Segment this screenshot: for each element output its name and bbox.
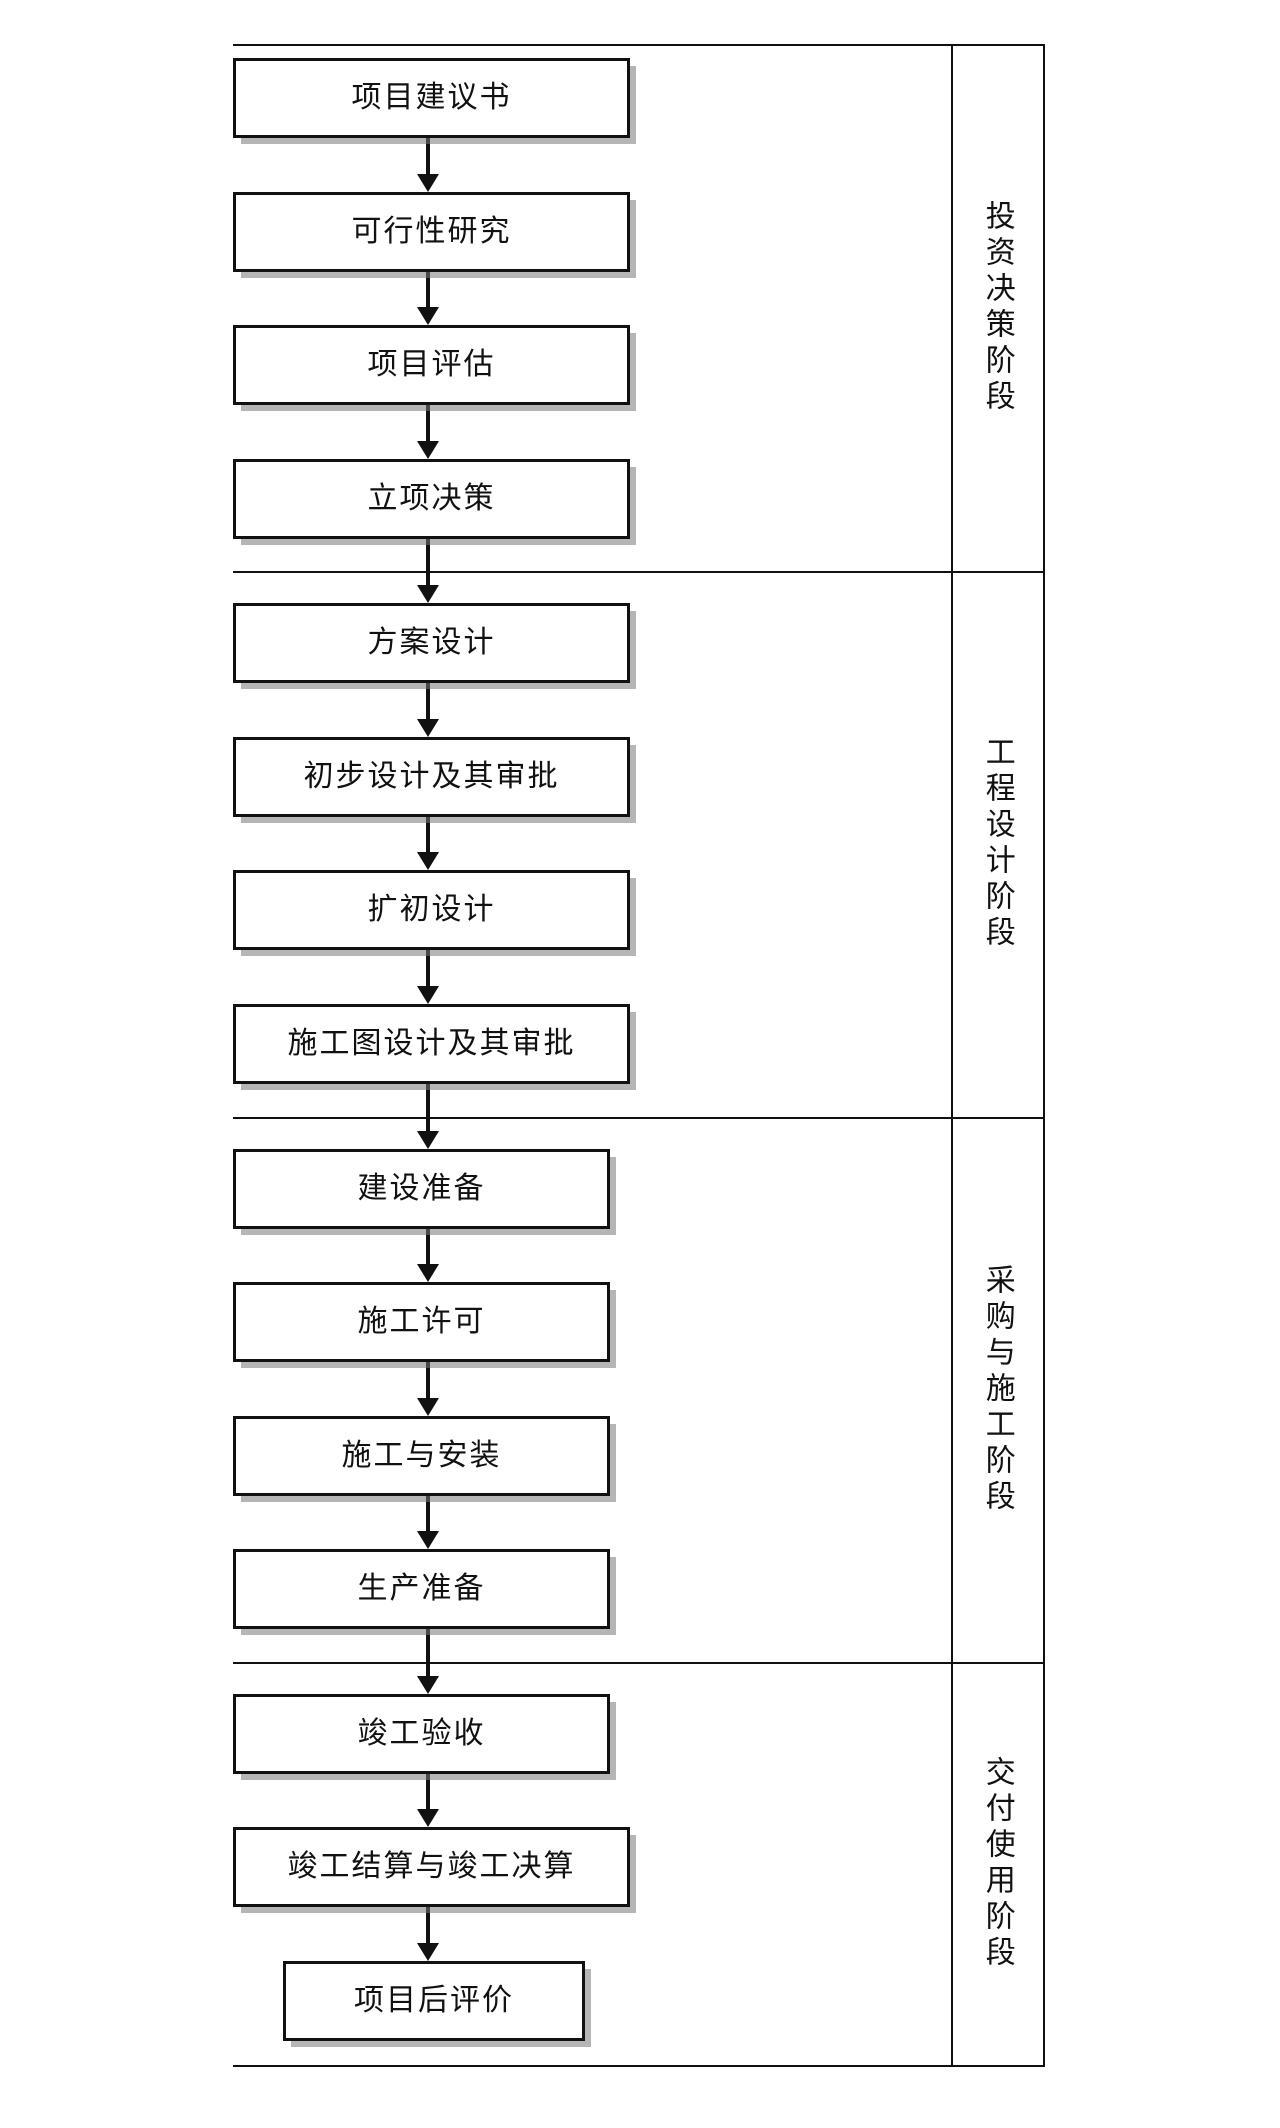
phase-label-text: 采购与施工阶段 bbox=[979, 1263, 1015, 1516]
flow-node-label: 施工图设计及其审批 bbox=[287, 1026, 576, 1061]
phase-divider-2-3 bbox=[233, 1117, 1045, 1119]
flow-node-label: 项目评估 bbox=[367, 347, 496, 382]
flow-node-construction-permit[interactable]: 施工许可 bbox=[233, 1282, 610, 1362]
phase-divider-3-4 bbox=[233, 1662, 1045, 1664]
flow-node-label: 施工与安装 bbox=[341, 1438, 502, 1473]
flow-node-feasibility-study[interactable]: 可行性研究 bbox=[233, 192, 630, 272]
flow-node-project-proposal[interactable]: 项目建议书 bbox=[233, 58, 630, 138]
flow-node-label: 竣工验收 bbox=[357, 1716, 486, 1751]
flow-node-production-preparation[interactable]: 生产准备 bbox=[233, 1549, 610, 1629]
flow-node-label: 可行性研究 bbox=[351, 214, 512, 249]
flow-node-label: 建设准备 bbox=[357, 1171, 486, 1206]
flow-node-label: 扩初设计 bbox=[367, 892, 496, 927]
flow-node-preliminary-design-approval[interactable]: 初步设计及其审批 bbox=[233, 737, 630, 817]
flow-node-construction-preparation[interactable]: 建设准备 bbox=[233, 1149, 610, 1229]
phase-column-right-rule bbox=[1043, 44, 1045, 2065]
flow-node-construction-drawing-approval[interactable]: 施工图设计及其审批 bbox=[233, 1004, 630, 1084]
flow-node-construction-installation[interactable]: 施工与安装 bbox=[233, 1416, 610, 1496]
flow-node-label: 竣工结算与竣工决算 bbox=[287, 1849, 576, 1884]
flow-node-label: 项目建议书 bbox=[351, 80, 512, 115]
flow-node-label: 立项决策 bbox=[367, 481, 496, 516]
phase-label-text: 工程设计阶段 bbox=[979, 736, 1015, 952]
phase-label-text: 投资决策阶段 bbox=[979, 199, 1015, 416]
flow-node-label: 生产准备 bbox=[357, 1571, 486, 1606]
flow-node-label: 初步设计及其审批 bbox=[303, 759, 560, 794]
flow-node-post-project-evaluation[interactable]: 项目后评价 bbox=[283, 1961, 585, 2041]
phase-divider-bottom bbox=[233, 2065, 1045, 2067]
flow-node-completion-acceptance[interactable]: 竣工验收 bbox=[233, 1694, 610, 1774]
flow-node-extended-preliminary-design[interactable]: 扩初设计 bbox=[233, 870, 630, 950]
flow-node-label: 方案设计 bbox=[367, 625, 496, 660]
flow-node-label: 项目后评价 bbox=[354, 1983, 514, 2018]
phase-label-procurement-construction: 采购与施工阶段 bbox=[951, 1117, 1043, 1662]
phase-divider-top bbox=[233, 44, 1045, 46]
flow-node-label: 施工许可 bbox=[357, 1304, 486, 1339]
flow-node-approval-decision[interactable]: 立项决策 bbox=[233, 459, 630, 539]
phase-divider-1-2 bbox=[233, 571, 1045, 573]
phase-column-left-rule bbox=[951, 44, 953, 2065]
phase-label-text: 交付使用阶段 bbox=[979, 1755, 1015, 1972]
flow-node-project-appraisal[interactable]: 项目评估 bbox=[233, 325, 630, 405]
phase-label-engineering-design: 工程设计阶段 bbox=[951, 571, 1043, 1117]
phase-label-handover-use: 交付使用阶段 bbox=[951, 1662, 1043, 2065]
flow-node-final-settlement-accounts[interactable]: 竣工结算与竣工决算 bbox=[233, 1827, 630, 1907]
flow-node-scheme-design[interactable]: 方案设计 bbox=[233, 603, 630, 683]
phase-label-investment-decision: 投资决策阶段 bbox=[951, 44, 1043, 571]
